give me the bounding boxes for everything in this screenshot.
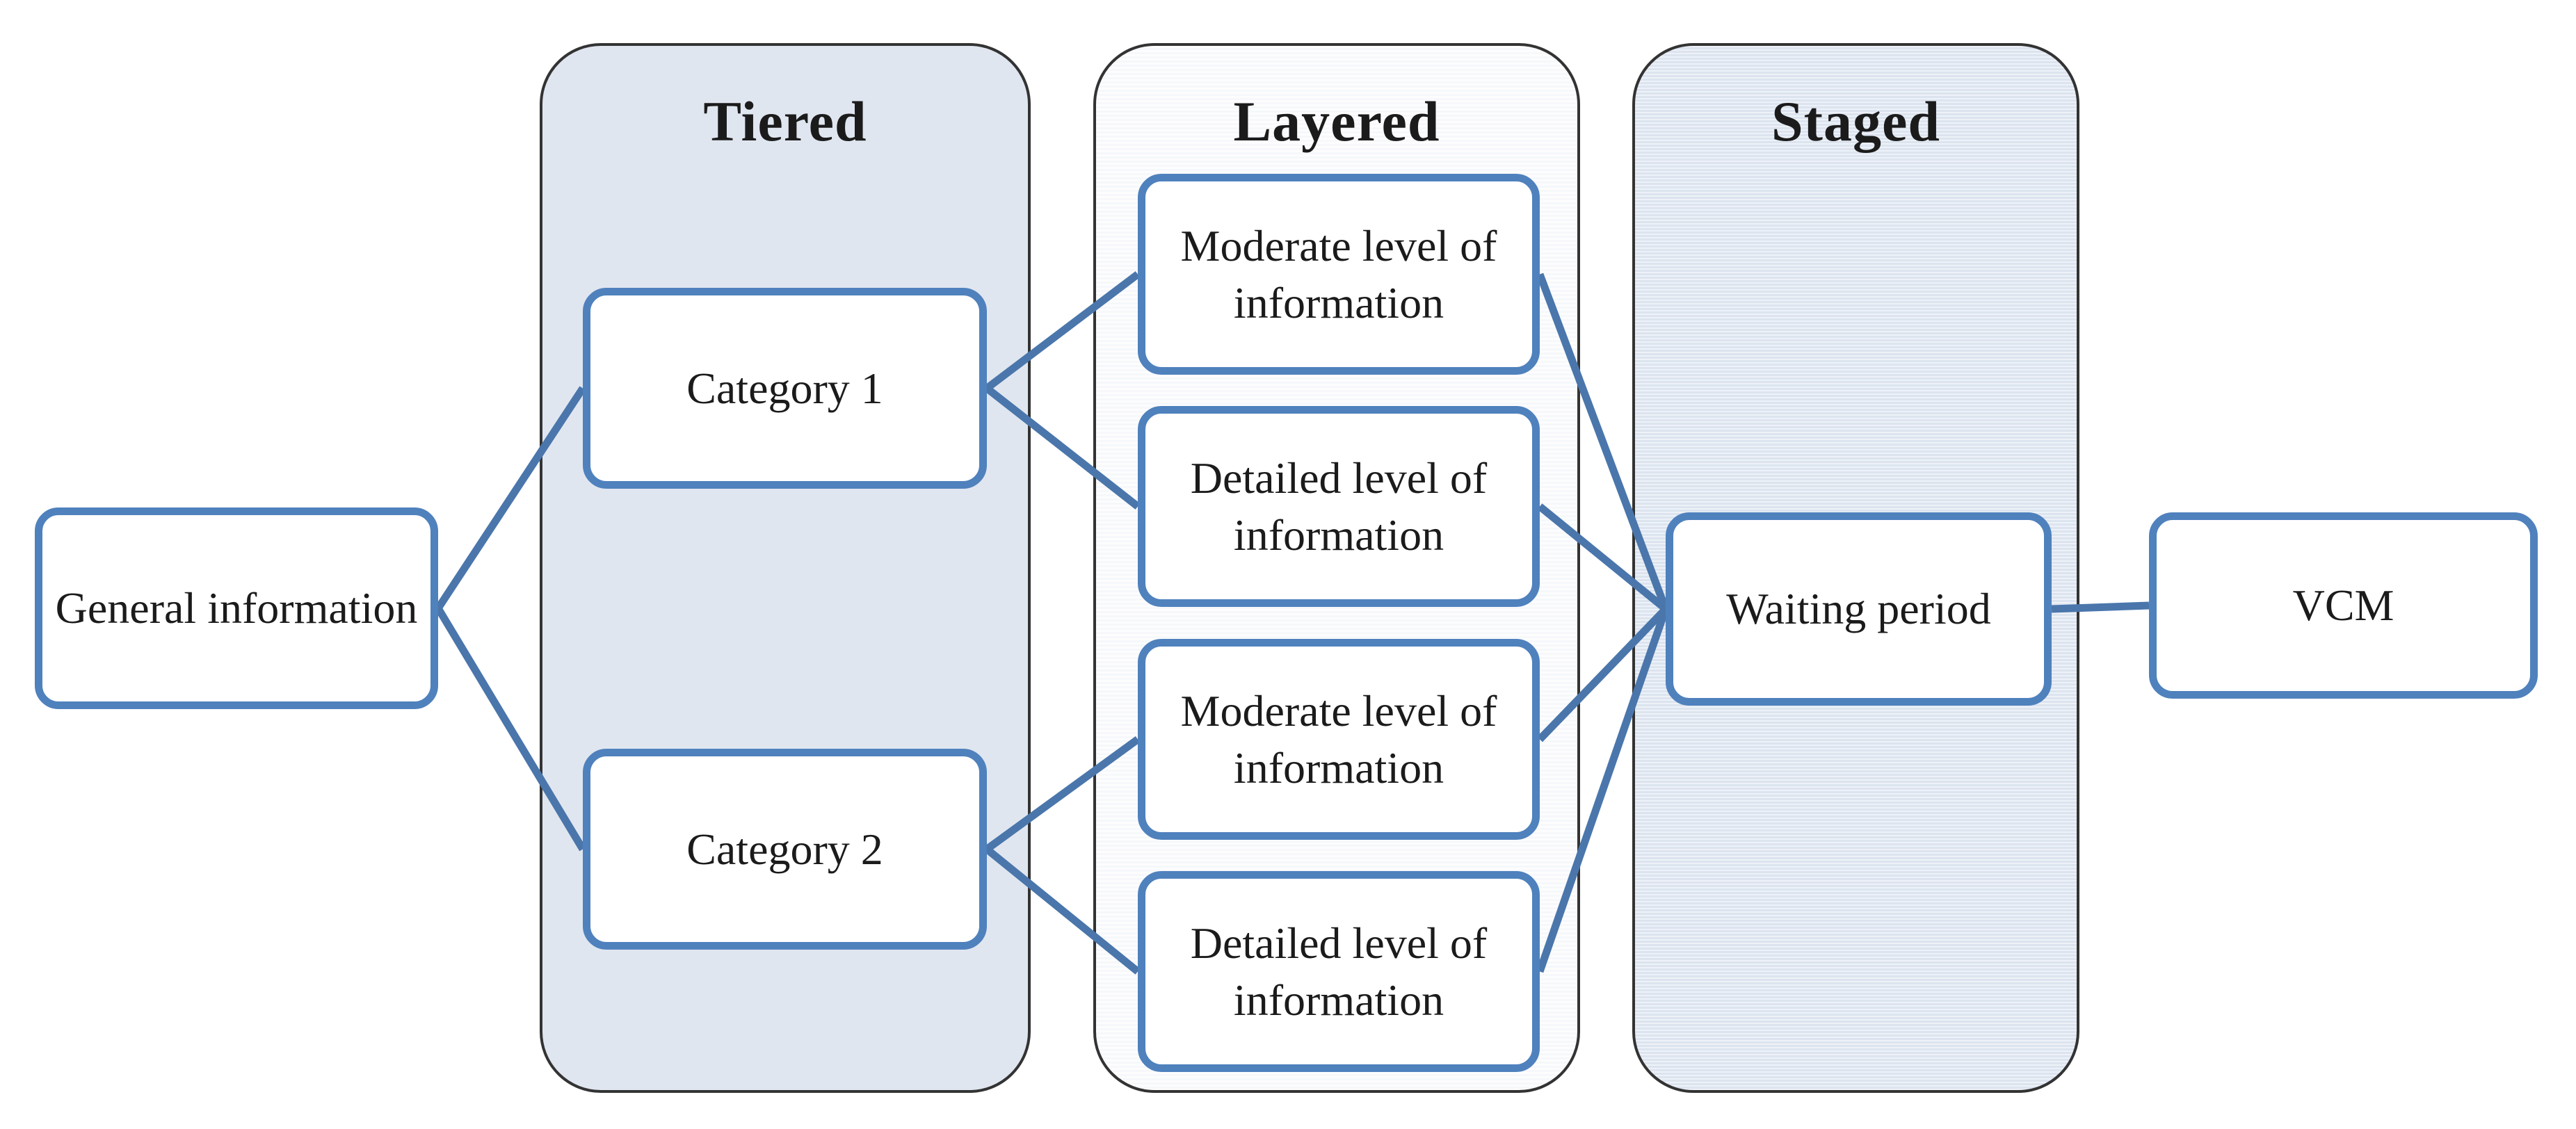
node-category-2-label: Category 2 xyxy=(686,824,883,874)
node-moderate-level-2: Moderate level of information xyxy=(1138,639,1540,840)
connector-waiting-to-vcm xyxy=(2051,601,2150,613)
node-detailed-level-2-label: Detailed level of information xyxy=(1190,918,1488,1025)
node-detailed-level-1: Detailed level of information xyxy=(1138,406,1540,607)
group-title-layered: Layered xyxy=(1233,90,1440,153)
node-moderate-level-1-label: Moderate level of information xyxy=(1180,220,1497,327)
node-waiting-period-label: Waiting period xyxy=(1726,584,1991,634)
connector-general-to-category1 xyxy=(435,386,586,611)
node-detailed-level-1-label: Detailed level of information xyxy=(1190,453,1488,560)
node-general-information-label: General information xyxy=(55,583,418,633)
connector-category1-to-detailed1 xyxy=(984,385,1141,510)
node-moderate-level-2-label: Moderate level of information xyxy=(1180,685,1497,793)
node-category-2: Category 2 xyxy=(583,749,987,950)
group-title-staged: Staged xyxy=(1771,90,1940,153)
node-vcm-label: VCM xyxy=(2292,580,2394,631)
connector-category2-to-moderate2 xyxy=(984,736,1141,852)
connector-moderate1-to-waiting xyxy=(1536,273,1670,610)
connector-category1-to-moderate1 xyxy=(984,271,1141,391)
connector-detailed2-to-waiting xyxy=(1536,608,1670,973)
node-category-1: Category 1 xyxy=(583,288,987,489)
node-detailed-level-2: Detailed level of information xyxy=(1138,871,1540,1072)
group-title-tiered: Tiered xyxy=(703,90,867,153)
node-moderate-level-1: Moderate level of information xyxy=(1138,174,1540,375)
connector-general-to-category2 xyxy=(435,606,586,852)
connector-detailed1-to-waiting xyxy=(1537,503,1668,612)
node-general-information: General information xyxy=(35,507,438,709)
node-waiting-period: Waiting period xyxy=(1666,512,2052,706)
connector-moderate2-to-waiting xyxy=(1537,606,1668,742)
connector-category2-to-detailed2 xyxy=(984,846,1141,975)
node-vcm: VCM xyxy=(2149,512,2538,699)
node-category-1-label: Category 1 xyxy=(686,363,883,413)
